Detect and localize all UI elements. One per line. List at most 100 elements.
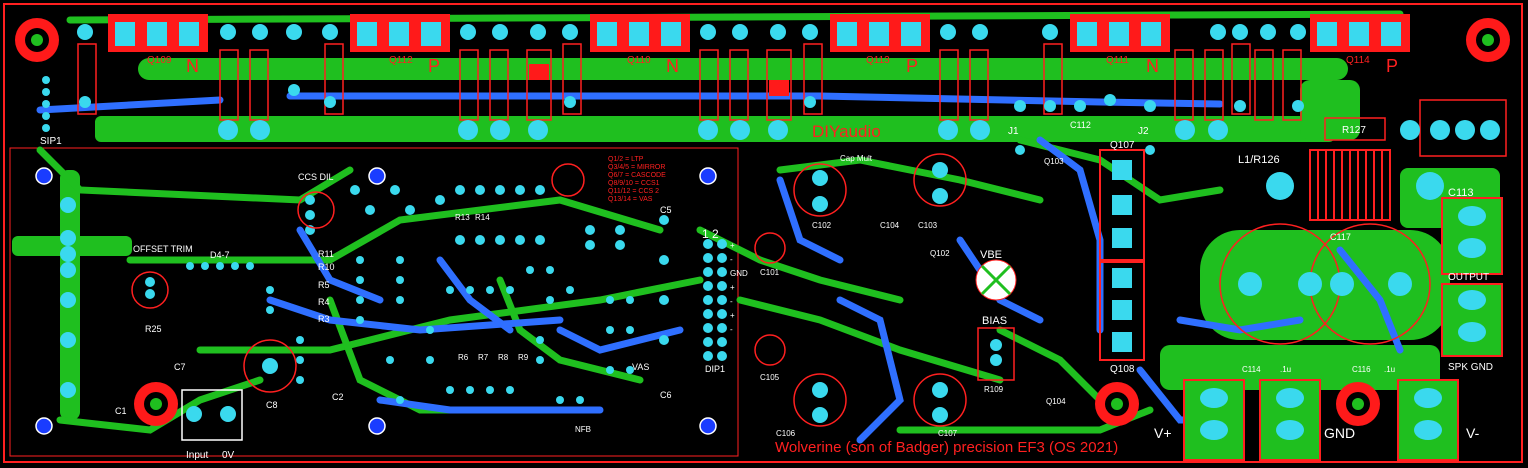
v-minus-label: V-	[1466, 425, 1480, 441]
c101-label: C101	[760, 268, 780, 277]
input-terminal	[181, 389, 243, 441]
capacitor-pads	[262, 162, 1444, 423]
label-n-1: N	[186, 56, 199, 76]
label-p-2: P	[906, 56, 918, 76]
spk-gnd-label: SPK GND	[1448, 362, 1493, 373]
c114-label: C114	[1242, 365, 1261, 374]
c102-label: C102	[812, 221, 832, 230]
q105-label: Q103	[1044, 157, 1064, 166]
c107-label: C107	[938, 429, 958, 438]
d4-7-label: D4-7	[210, 250, 230, 260]
zero-v-label: 0V	[222, 450, 235, 461]
screw-holes	[35, 167, 717, 435]
top-copper-pours	[12, 58, 1500, 420]
dip-pin-1: +	[730, 241, 735, 250]
dip-pin-6: +	[730, 311, 735, 320]
c8-label: C8	[266, 400, 278, 410]
label-q114: Q114	[1346, 55, 1370, 66]
brand-label: DIYaudio	[812, 122, 881, 141]
c112-label: C112	[1070, 120, 1091, 130]
label-n-3: N	[1146, 56, 1159, 76]
bias-pot	[977, 327, 1015, 381]
r7-label: R7	[478, 353, 489, 362]
bottom-copper-traces	[36, 92, 1404, 444]
footer-title: Wolverine (son of Badger) precision EF3 …	[775, 439, 1118, 456]
c103-label: C103	[918, 221, 938, 230]
mounting-holes	[15, 18, 1510, 426]
c2-label: C2	[332, 392, 344, 402]
legend-line-4: Q8/9/10 = CCS1	[608, 180, 660, 187]
q106-label: Q104	[1046, 397, 1066, 406]
dip-pin-5: -	[730, 297, 733, 306]
sip-label: SIP1	[40, 136, 62, 147]
dip-header-label: 1 2	[702, 227, 719, 241]
c106-label: C106	[776, 429, 796, 438]
c6-label: C6	[660, 390, 672, 400]
input-label: Input	[186, 450, 208, 461]
r25-label: R25	[145, 324, 162, 334]
r3-label: R3	[318, 314, 330, 324]
c1-label: C1	[115, 406, 127, 416]
nfb-label: NFB	[575, 425, 591, 434]
q108-label: Q108	[1110, 364, 1135, 375]
dip-name-label: DIP1	[705, 364, 725, 374]
dip-pin-3: GND	[730, 269, 748, 278]
label-q110: Q110	[627, 55, 651, 66]
l1-label: L1/R126	[1238, 154, 1280, 166]
c105-label: C105	[760, 373, 780, 382]
offset-trim-label: OFFSET TRIM	[133, 244, 193, 254]
label-p-1: P	[428, 56, 440, 76]
dip-pin-2: -	[730, 255, 733, 264]
r9-label: R9	[518, 353, 529, 362]
j1-label: J1	[1008, 126, 1019, 137]
terminal-blocks	[1183, 197, 1503, 461]
c116-value: .1u	[1384, 365, 1395, 374]
r13-label: R13	[455, 213, 470, 222]
r109-label: R109	[984, 385, 1004, 394]
vbe-label: VBE	[980, 249, 1002, 261]
through-hole-pads	[42, 24, 1500, 422]
top-resistors	[77, 43, 1507, 157]
dip-connector-pads	[703, 239, 727, 361]
label-q111: Q111	[1106, 55, 1129, 66]
dip-pin-7: -	[730, 325, 733, 334]
board-outline	[3, 3, 1523, 463]
c7-label: C7	[174, 362, 186, 372]
j2-label: J2	[1138, 126, 1149, 137]
r6-label: R6	[458, 353, 469, 362]
v-plus-label: V+	[1154, 425, 1172, 441]
inductor-coil	[1309, 149, 1391, 221]
vas-label: VAS	[632, 362, 649, 372]
legend-line-5: Q11/12 = CCS 2	[608, 188, 659, 195]
label-q109: Q109	[147, 55, 172, 66]
r4-label: R4	[318, 297, 330, 307]
vbe-sensor	[975, 259, 1017, 301]
c113-label: C113	[1448, 187, 1473, 199]
legend-line-1: Q1/2 = LTP	[608, 156, 644, 163]
gnd-label: GND	[1324, 425, 1355, 441]
r14-label: R14	[475, 213, 490, 222]
c117-label: C117	[1330, 232, 1351, 242]
c104-label: C104	[880, 221, 900, 230]
legend-line-6: Q13/14 = VAS	[608, 196, 653, 203]
legend-line-3: Q6/7 = CASCODE	[608, 172, 666, 179]
label-p-3: P	[1386, 56, 1398, 76]
r11-label: R11	[318, 249, 334, 259]
q107-label: Q107	[1110, 140, 1135, 151]
front-end-pads	[186, 185, 669, 404]
dip-pin-4: +	[730, 283, 735, 292]
c114-value: .1u	[1280, 365, 1291, 374]
cap-mult-label: Cap Mult	[840, 154, 873, 163]
transistor-pads	[115, 22, 1401, 46]
r8-label: R8	[498, 353, 509, 362]
text-labels: Q109 Q112 Q110 Q113 Q111 Q114 N P N P N …	[40, 55, 1493, 461]
r10-label: R10	[318, 262, 335, 272]
label-n-2: N	[666, 56, 679, 76]
c5-label: C5	[660, 205, 672, 215]
bias-label: BIAS	[982, 315, 1007, 327]
ccs-dil-label: CCS DIL	[298, 172, 334, 182]
r127-label: R127	[1342, 125, 1366, 136]
diodes-top	[526, 49, 792, 121]
